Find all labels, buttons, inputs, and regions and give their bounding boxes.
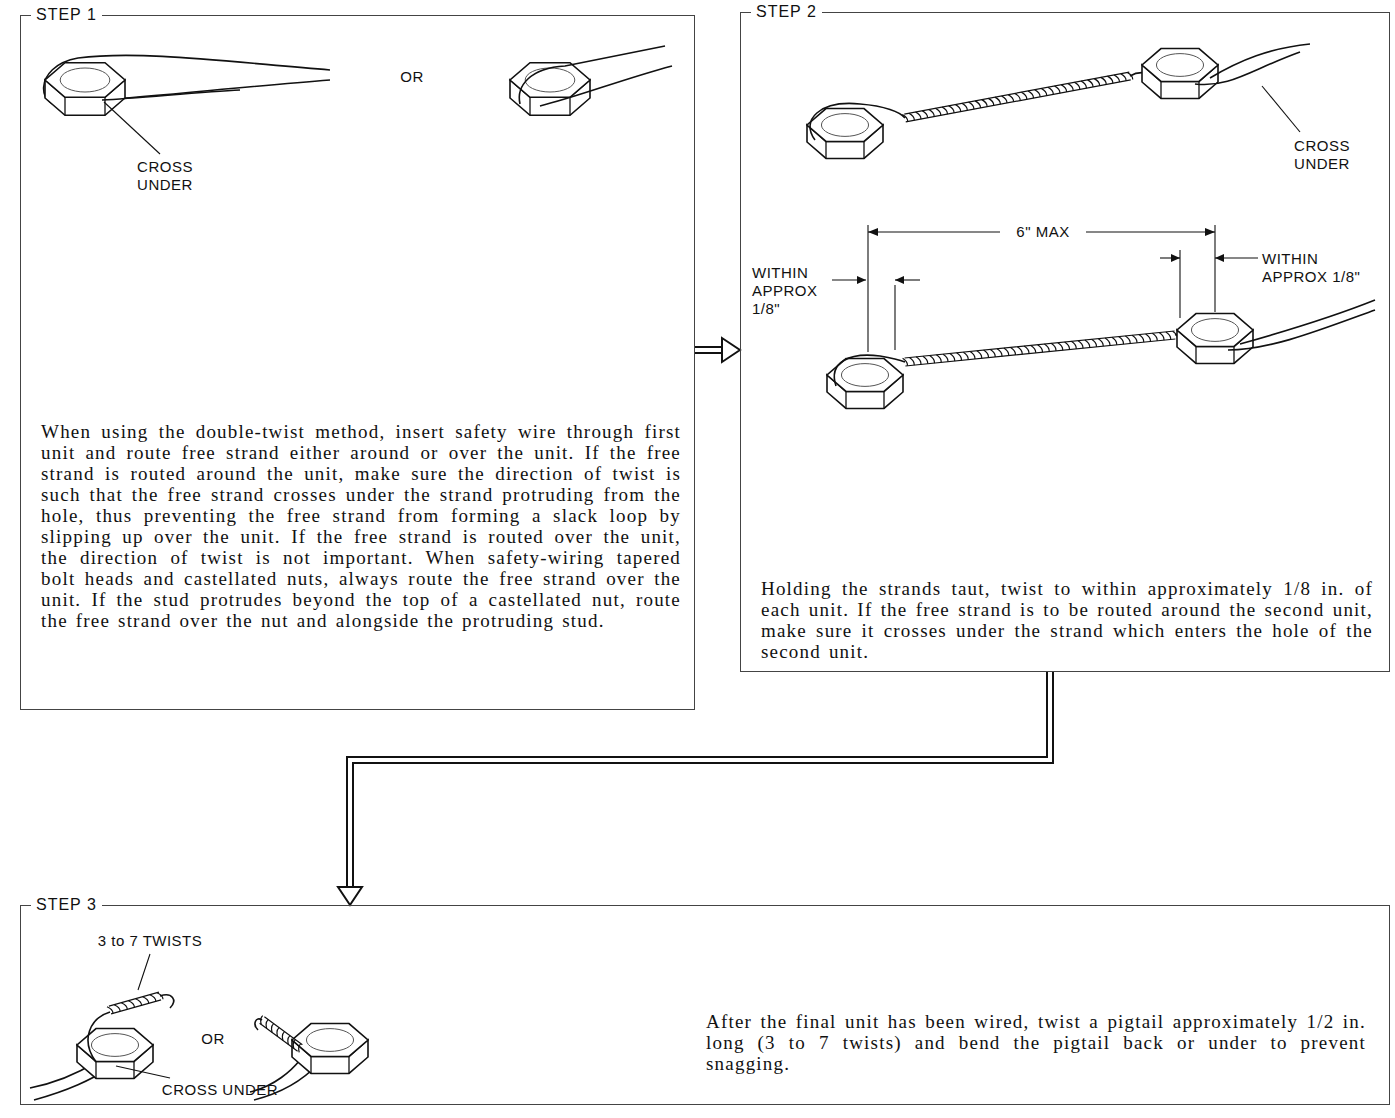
callout-label: WITHIN APPROX 1/8" — [1262, 250, 1382, 286]
hex-nut — [807, 109, 883, 159]
nut-top — [827, 359, 903, 392]
nut-top — [45, 63, 125, 98]
callout-label: WITHIN APPROX 1/8" — [752, 264, 830, 318]
twist-outline — [109, 992, 161, 1014]
nut-edge — [1195, 346, 1196, 363]
nut-edge — [883, 391, 884, 408]
safety-wire — [255, 1019, 262, 1030]
dimension-arrowhead — [1171, 254, 1224, 262]
nut-edge — [1233, 346, 1234, 363]
nut-edge — [569, 97, 570, 115]
flow-arrow — [695, 338, 740, 362]
leader-line — [116, 1066, 170, 1078]
leader-line — [104, 102, 160, 154]
twisted-wire — [902, 72, 1132, 122]
nut-washer — [821, 114, 868, 137]
nut-edge — [95, 1061, 96, 1078]
safety-wire — [160, 995, 174, 1008]
hex-nut — [1142, 49, 1218, 99]
step-heading: STEP 3 — [31, 895, 102, 915]
twist-turns — [903, 331, 1178, 366]
nut-edge — [825, 141, 826, 158]
safety-wire — [834, 355, 905, 386]
nut-edge — [863, 141, 864, 158]
arrow-channel-outline — [350, 672, 1050, 887]
nut-washer — [1156, 54, 1203, 77]
safety-wire — [1210, 44, 1310, 78]
leader-line — [1179, 250, 1180, 318]
nut-edge — [845, 391, 846, 408]
nut-washer — [306, 1029, 353, 1052]
hex-nut — [510, 63, 590, 116]
leader-line — [138, 954, 150, 990]
leader-line — [894, 285, 895, 350]
callout-label: OR — [193, 1030, 233, 1048]
flow-arrow — [338, 672, 1050, 905]
callout-label: 6" MAX — [1000, 223, 1086, 241]
nut-washer — [1191, 319, 1238, 342]
nut-washer — [60, 68, 110, 92]
dimension-arrowhead — [857, 276, 904, 284]
twist-turns — [107, 993, 163, 1014]
nut-washer — [91, 1034, 138, 1057]
hex-nut — [45, 63, 125, 116]
nut-washer — [525, 68, 575, 92]
callout-label: OR — [392, 68, 432, 86]
twist-outline — [905, 331, 1176, 366]
nut-edge — [1160, 81, 1161, 98]
step-heading: STEP 2 — [751, 2, 822, 22]
arrowhead — [722, 338, 740, 362]
step-instructions: When using the double-twist method, inse… — [41, 421, 681, 631]
hex-nut — [292, 1024, 368, 1074]
arrow-channel — [695, 348, 722, 352]
callout-label: CROSS UNDER — [125, 158, 205, 194]
callout-label: CROSS UNDER — [1282, 137, 1362, 173]
twist-turns — [902, 72, 1132, 121]
step-instructions: Holding the strands taut, twist to withi… — [761, 578, 1373, 662]
hex-nut — [1177, 314, 1253, 364]
arrow-channel-outline — [695, 346, 722, 354]
twist-turns — [261, 1016, 301, 1053]
nut-edge — [348, 1056, 349, 1073]
nut-edge — [310, 1056, 311, 1073]
safety-wire — [810, 103, 905, 140]
twisted-wire — [260, 1016, 303, 1053]
callout-label: 3 to 7 TWISTS — [70, 932, 230, 950]
safety-wire — [1240, 300, 1375, 344]
leader-line — [1262, 86, 1300, 132]
arrow-channel — [350, 672, 1050, 887]
step-heading: STEP 1 — [31, 5, 102, 25]
step-instructions: After the final unit has been wired, twi… — [706, 1011, 1366, 1074]
leader-line — [1214, 225, 1215, 312]
safety-wire — [100, 80, 330, 100]
safety-wire — [102, 90, 240, 100]
nut-edge — [529, 97, 530, 115]
safety-wire — [1228, 310, 1375, 350]
twisted-wire — [903, 331, 1178, 366]
nut-top — [1177, 314, 1253, 347]
nut-washer — [841, 364, 888, 387]
step-panel: STEP 2Holding the strands taut, twist to… — [740, 12, 1390, 672]
nut-top — [1142, 49, 1218, 82]
safety-wire — [1195, 52, 1300, 85]
nut-top — [292, 1024, 368, 1057]
nut-edge — [64, 97, 65, 115]
safety-wire — [540, 66, 672, 106]
safety-wire — [88, 1012, 110, 1062]
arrowhead — [338, 887, 362, 905]
step-panel: STEP 3After the final unit has been wire… — [20, 905, 1390, 1105]
twisted-wire — [107, 992, 163, 1014]
nut-top — [807, 109, 883, 142]
step-panel: STEP 1When using the double-twist method… — [20, 15, 695, 710]
leader-line — [867, 225, 868, 352]
callout-label: CROSS UNDER — [140, 1081, 300, 1099]
